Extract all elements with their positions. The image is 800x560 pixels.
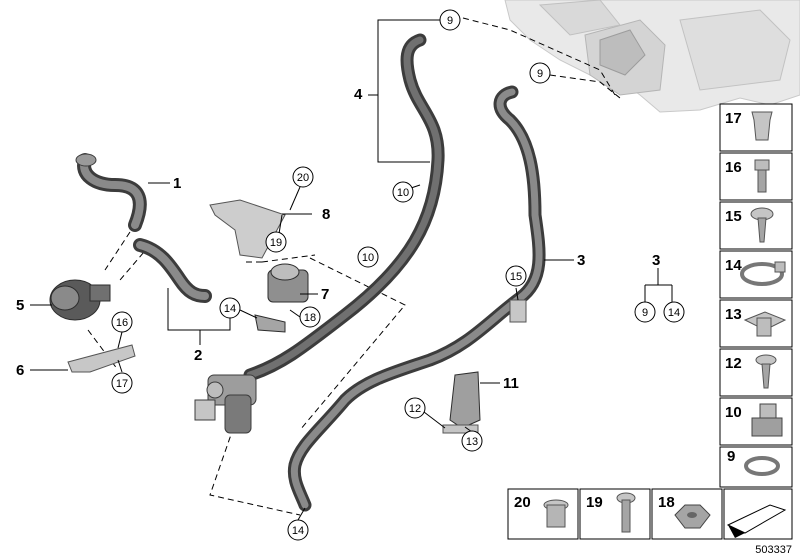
svg-text:12: 12 — [725, 355, 742, 372]
callout-3-legend: 3 — [652, 252, 660, 269]
callout-4: 4 — [354, 86, 363, 103]
circle-20: 20 — [292, 166, 314, 188]
circle-17: 17 — [111, 372, 133, 394]
svg-text:18: 18 — [304, 312, 316, 324]
bottom-cell-20: 20 — [507, 488, 579, 540]
side-cell-14: 14 — [719, 250, 793, 299]
circle-9-mid: 9 — [529, 62, 551, 84]
svg-text:17: 17 — [725, 110, 742, 127]
svg-text:13: 13 — [725, 306, 742, 323]
svg-text:13: 13 — [466, 436, 478, 448]
svg-text:9: 9 — [447, 15, 453, 27]
callout-3: 3 — [577, 252, 585, 269]
reference-number: 503337 — [755, 544, 792, 556]
callouts: 1 2 3 4 5 6 7 8 11 3 — [16, 86, 660, 392]
bracket-6 — [67, 344, 136, 373]
coolant-valve — [194, 374, 257, 434]
side-parts-panel: 17 16 15 14 13 12 — [719, 103, 793, 488]
callout-11: 11 — [503, 375, 519, 392]
side-cell-13: 13 — [719, 299, 793, 348]
bottom-parts-panel: 20 19 18 — [507, 488, 793, 540]
svg-text:9: 9 — [727, 448, 735, 465]
svg-text:10: 10 — [725, 404, 742, 421]
circle-10-upper: 10 — [392, 181, 414, 203]
circle-9-legend: 9 — [634, 301, 656, 323]
bottom-cell-18: 18 — [651, 488, 723, 540]
callout-6: 6 — [16, 362, 24, 379]
svg-text:19: 19 — [586, 494, 603, 511]
side-cell-16: 16 — [719, 152, 793, 201]
bracket-3-legend — [644, 268, 673, 303]
circle-18: 18 — [299, 306, 321, 328]
bracket-4 — [368, 19, 440, 163]
svg-text:12: 12 — [409, 403, 421, 415]
circled-callouts: 9 9 10 10 15 20 19 14 — [111, 9, 685, 541]
hose-2 — [133, 238, 212, 303]
side-cell-15: 15 — [719, 201, 793, 250]
hose-clip-11 — [442, 371, 481, 434]
circle-10-lower: 10 — [357, 246, 379, 268]
circle-9-top: 9 — [439, 9, 461, 31]
side-cell-12: 12 — [719, 348, 793, 397]
bottom-cell-arrow — [723, 488, 793, 540]
svg-text:19: 19 — [270, 237, 282, 249]
svg-text:15: 15 — [510, 271, 522, 283]
svg-text:14: 14 — [292, 525, 304, 537]
svg-text:10: 10 — [397, 187, 409, 199]
bottom-cell-19: 19 — [579, 488, 651, 540]
clamp-15 — [509, 299, 527, 323]
svg-text:20: 20 — [514, 494, 531, 511]
circle-14-mid: 14 — [219, 297, 241, 319]
side-cell-9: 9 — [719, 446, 793, 488]
solenoid-valve — [254, 263, 309, 333]
callout-2: 2 — [194, 347, 202, 364]
circle-16: 16 — [111, 311, 133, 333]
circle-12: 12 — [404, 397, 426, 419]
svg-text:9: 9 — [537, 68, 543, 80]
callout-5: 5 — [16, 297, 24, 314]
side-cell-17: 17 — [719, 103, 793, 152]
svg-text:15: 15 — [725, 208, 742, 225]
callout-8: 8 — [322, 206, 330, 223]
svg-text:10: 10 — [362, 252, 374, 264]
hose-1 — [75, 153, 147, 232]
circle-14-bottom: 14 — [287, 519, 309, 541]
circle-15: 15 — [505, 265, 527, 287]
svg-text:18: 18 — [658, 494, 675, 511]
bracket-2 — [167, 288, 231, 345]
heater-unit-illustration — [504, 0, 800, 113]
svg-text:14: 14 — [224, 303, 236, 315]
circle-13: 13 — [461, 430, 483, 452]
hose-4 — [243, 33, 445, 382]
circle-19: 19 — [265, 231, 287, 253]
svg-text:16: 16 — [725, 159, 742, 176]
circle-14-legend: 14 — [663, 301, 685, 323]
callout-7: 7 — [321, 286, 329, 303]
svg-text:16: 16 — [116, 317, 128, 329]
svg-text:20: 20 — [297, 172, 309, 184]
svg-text:9: 9 — [642, 307, 648, 319]
svg-text:14: 14 — [725, 257, 742, 274]
electric-water-pump — [49, 279, 111, 321]
side-cell-10: 10 — [719, 397, 793, 446]
hose-3 — [287, 85, 546, 512]
callout-1: 1 — [173, 175, 181, 192]
svg-text:17: 17 — [116, 378, 128, 390]
svg-text:14: 14 — [668, 307, 680, 319]
